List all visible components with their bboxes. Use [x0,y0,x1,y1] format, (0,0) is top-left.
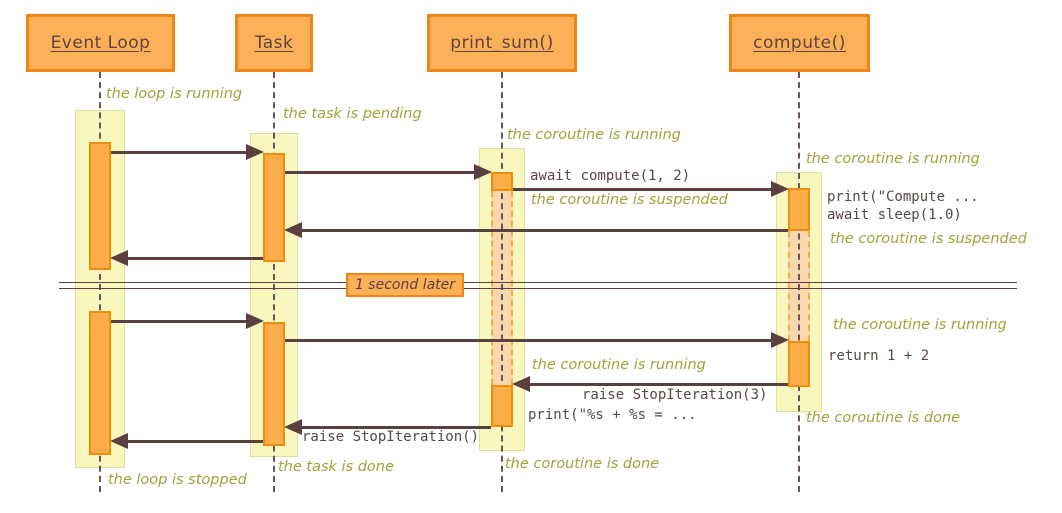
activation-event-loop-1 [89,142,111,270]
note-compute-done: the coroutine is done [806,410,961,426]
activation-print-sum-2 [491,385,513,427]
message-await-compute: await compute(1, 2) [530,168,691,184]
arrow-task-to-loop-1 [110,250,263,266]
arrow-loop-to-task-2 [111,313,264,329]
divider-line-bottom [59,288,1017,289]
note-compute-suspended: the coroutine is suspended [830,231,1027,247]
note-printsum-suspended: the coroutine is suspended [531,192,728,208]
note-printsum-done: the coroutine is done [505,456,660,472]
arrow-task-to-compute [285,332,789,348]
note-printsum-running-2: the coroutine is running [532,357,706,373]
message-raise-stopiteration-3: raise StopIteration(3) [582,387,768,403]
participant-event-loop: Event Loop [26,14,175,72]
activation-print-sum-1 [491,172,513,191]
activation-compute-2 [788,341,810,387]
participant-print-sum: print_sum() [427,14,577,72]
divider-line-top [59,282,1017,283]
message-return-sum: return 1 + 2 [828,348,930,364]
note-task-done: the task is done [278,459,394,475]
arrow-printsum-to-compute [513,181,789,197]
activation-task-2 [263,322,285,446]
divider-label-box: 1 second later [346,273,464,297]
activation-compute-1 [788,188,810,231]
arrow-loop-to-task-1 [111,144,264,160]
arrow-compute-to-task [284,222,788,238]
note-loop-stopped: the loop is stopped [108,472,247,488]
participant-compute: compute() [729,14,870,72]
arrow-task-to-loop-2 [110,433,263,449]
participant-print-sum-label: print_sum() [450,33,554,53]
note-compute-running-1: the coroutine is running [806,151,980,167]
activation-event-loop-2 [89,311,111,455]
message-print-compute: print("Compute ... [827,189,979,205]
activation-task-1 [263,153,285,262]
note-loop-running: the loop is running [106,86,243,102]
participant-task-label: Task [254,33,294,53]
message-raise-stopiteration: raise StopIteration() [302,429,480,445]
divider-label: 1 second later [354,277,456,293]
arrow-compute-to-printsum [512,376,788,392]
message-await-sleep: await sleep(1.0) [827,207,962,223]
message-print-result: print("%s + %s = ... [528,407,697,423]
arrow-task-to-printsum [285,164,492,180]
note-task-pending: the task is pending [283,106,422,122]
participant-event-loop-label: Event Loop [50,33,151,53]
arrow-printsum-to-task [284,419,491,435]
participant-task: Task [235,14,313,72]
participant-compute-label: compute() [753,33,846,53]
note-printsum-running-1: the coroutine is running [507,127,681,143]
note-compute-running-2: the coroutine is running [833,317,1007,333]
